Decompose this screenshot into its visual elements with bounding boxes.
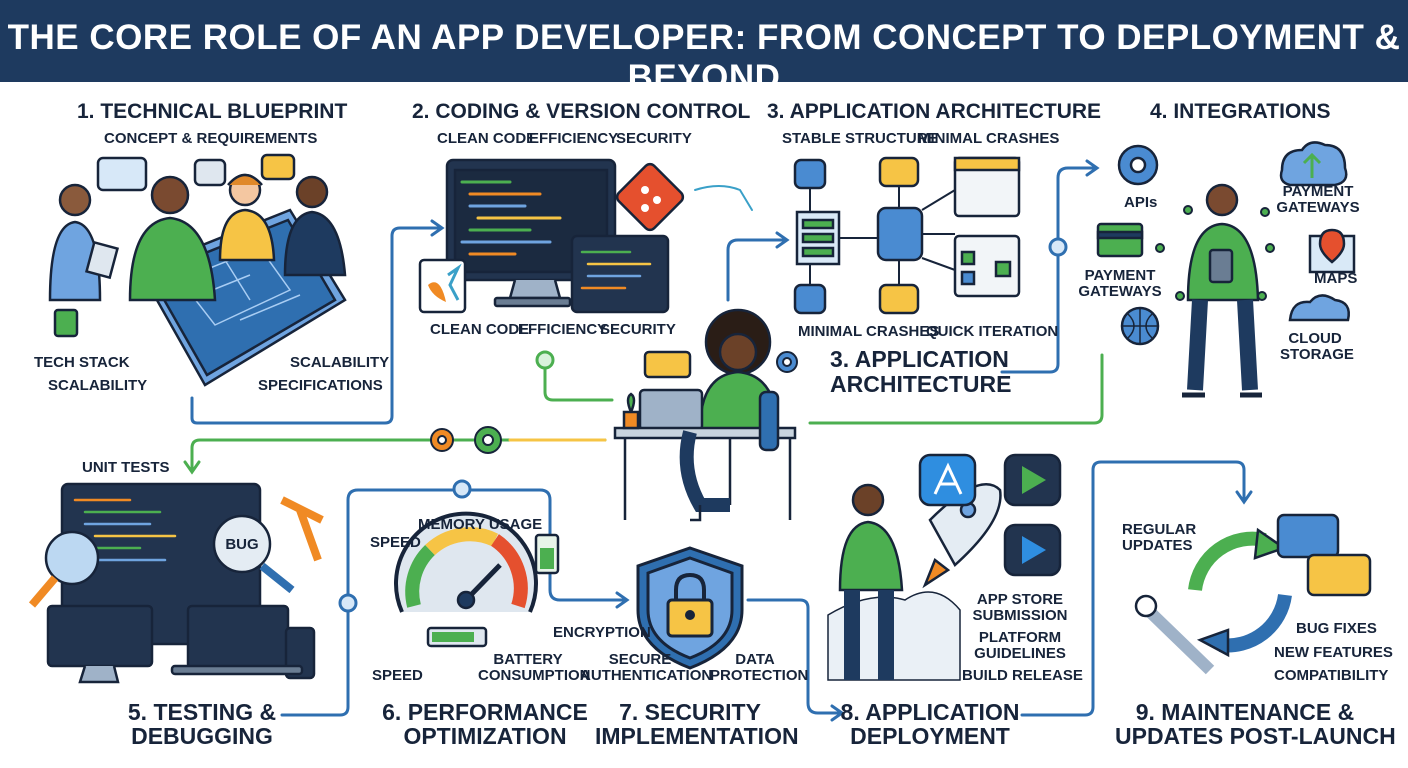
s9-label-compatibility: COMPATIBILITY: [1274, 667, 1389, 684]
developer-at-desk: [613, 308, 797, 522]
s5-label-unit-tests: UNIT TESTS: [82, 459, 170, 476]
security-shield: [636, 546, 744, 670]
s3-bottom-label-iteration: QUICK ITERATION: [926, 323, 1059, 340]
s6-label-speed-top: SPEED: [370, 534, 421, 551]
s2-top-label-security: SECURITY: [616, 130, 692, 147]
s1-label-tech-stack: TECH STACK: [34, 354, 130, 371]
s4-label-payment-left-2: GATEWAYS: [1078, 283, 1162, 300]
s6-label-memory: MEMORY USAGE: [418, 516, 543, 533]
s4-label-payment-top-1: PAYMENT: [1282, 183, 1354, 200]
s6-label-speed-bottom: SPEED: [372, 667, 423, 684]
maintenance-scene: [1134, 513, 1372, 675]
s2-bottom-label-efficiency: EFFICIENCY: [518, 321, 608, 338]
s1-label-scalability-left: SCALABILITY: [48, 377, 148, 394]
s1-label-scalability-right: SCALABILITY: [290, 354, 390, 371]
s2-bottom-label-security: SECURITY: [600, 321, 676, 338]
integrations-scene: [1096, 141, 1356, 398]
s7-label-encryption: ENCRYPTION: [553, 624, 651, 641]
s2-heading: 2. CODING & VERSION CONTROL: [412, 100, 751, 123]
s9-label-regular-2: UPDATES: [1122, 537, 1193, 554]
connector-s7-s8: [746, 598, 842, 715]
s9-heading-line1: 9. MAINTENANCE &: [1135, 699, 1355, 725]
s6-heading-line2: OPTIMIZATION: [403, 723, 567, 749]
s8-label-platform-2: GUIDELINES: [974, 645, 1066, 662]
s2-top-label-efficiency: EFFICIENCY: [529, 130, 619, 147]
s4-label-cloud-2: STORAGE: [1280, 346, 1354, 363]
s9-label-regular-1: REGULAR: [1122, 521, 1197, 538]
s5-heading-line1: 5. TESTING &: [127, 699, 277, 725]
s3-top-label-stable: STABLE STRUCTURE: [782, 130, 938, 147]
s7-heading-line1: 7. SECURITY: [619, 699, 761, 725]
s5-heading-line2: DEBUGGING: [131, 723, 273, 749]
s4-label-payment-top-2: GATEWAYS: [1276, 199, 1360, 216]
s6-heading-line1: 6. PERFORMANCE: [382, 699, 588, 725]
s4-label-payment-left-1: PAYMENT: [1084, 267, 1156, 284]
s9-heading-line2: UPDATES POST-LAUNCH: [1115, 723, 1396, 749]
s7-label-secure-1: SECURE: [608, 651, 672, 668]
s1-heading: 1. TECHNICAL BLUEPRINT: [77, 100, 348, 123]
s9-label-bug-fixes: BUG FIXES: [1296, 620, 1377, 637]
s8-label-platform-1: PLATFORM: [978, 629, 1062, 646]
s9-label-new-features: NEW FEATURES: [1274, 644, 1393, 661]
s7-label-secure-2: AUTHENTICATION: [580, 667, 713, 684]
s1-subheading: CONCEPT & REQUIREMENTS: [104, 130, 318, 147]
connector-s8-s9: [1020, 460, 1246, 717]
s4-heading: 4. INTEGRATIONS: [1150, 100, 1331, 123]
gear-icons-center: [430, 351, 798, 454]
performance-gauge: [394, 511, 560, 648]
header-banner: THE CORE ROLE OF AN APP DEVELOPER: FROM …: [0, 0, 1408, 97]
s6-label-battery-1: BATTERY: [493, 651, 563, 668]
connector-s1-s2: [190, 226, 442, 425]
s7-heading-line2: IMPLEMENTATION: [595, 723, 799, 749]
blueprint-scene: [48, 153, 347, 387]
s3-bottom-label-crashes: MINIMAL CRASHES: [798, 323, 940, 340]
s7-label-data-1: DATA: [735, 651, 775, 668]
s3-repeat-heading-line1: 3. APPLICATION: [830, 346, 1009, 372]
s1-label-specifications: SPECIFICATIONS: [258, 377, 383, 394]
coding-monitors: [418, 158, 685, 314]
s3-repeat-heading-line2: ARCHITECTURE: [830, 371, 1012, 397]
s8-heading-line2: DEPLOYMENT: [850, 723, 1010, 749]
connector-s3-s4: [1000, 166, 1097, 374]
architecture-diagram: [793, 156, 1021, 315]
s4-label-maps: MAPS: [1314, 270, 1358, 287]
s3-top-label-crashes: MINIMAL CRASHES: [918, 130, 1060, 147]
connector-s5-s6: [280, 488, 627, 717]
s3-heading: 3. APPLICATION ARCHITECTURE: [767, 100, 1102, 123]
connector-git-link: [694, 185, 753, 211]
connector-s4-center: [808, 353, 1104, 425]
s8-label-app-store-1: APP STORE: [976, 591, 1064, 608]
s7-label-data-2: PROTECTION: [710, 667, 809, 684]
connector-center-left: [543, 353, 614, 402]
page-title: THE CORE ROLE OF AN APP DEVELOPER: FROM …: [7, 18, 1401, 97]
connector-s2-s3: [726, 238, 787, 302]
s2-bottom-label-clean-code: CLEAN CODE: [430, 321, 530, 338]
s8-label-build: BUILD RELEASE: [962, 667, 1083, 684]
s2-top-label-clean-code: CLEAN CODE: [437, 130, 537, 147]
s4-label-apis: APIs: [1124, 194, 1158, 211]
connector-center-s5: [190, 438, 607, 472]
s6-label-battery-2: CONSUMPTION: [478, 667, 591, 684]
testing-scene: [28, 482, 324, 684]
s4-label-cloud-1: CLOUD: [1288, 330, 1342, 347]
s5-label-bug: BUG: [225, 536, 259, 553]
s8-label-app-store-2: SUBMISSION: [972, 607, 1068, 624]
deployment-scene: [827, 453, 1062, 681]
s8-heading-line1: 8. APPLICATION: [840, 699, 1020, 725]
